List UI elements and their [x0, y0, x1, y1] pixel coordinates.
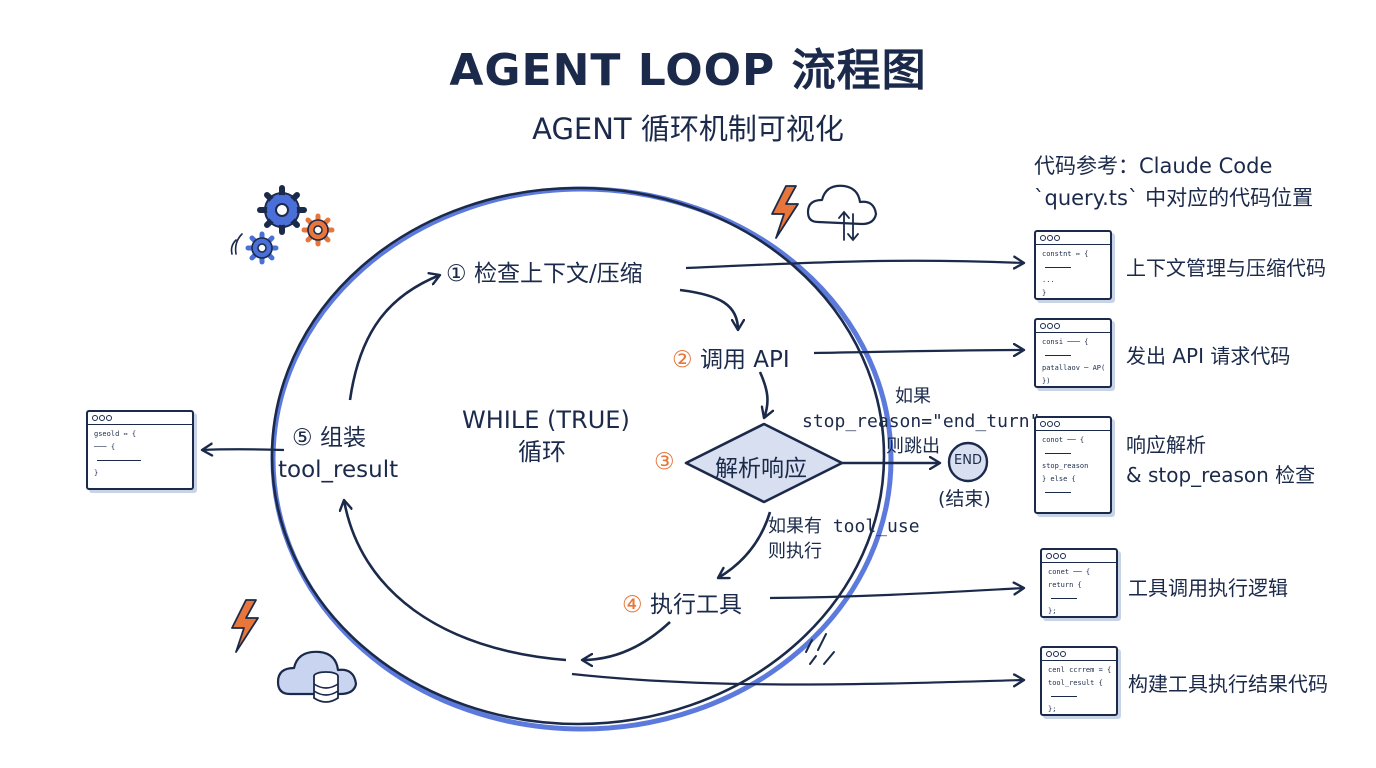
code-card-tool: conet ── { return { }; [1040, 548, 1118, 618]
code-card-parse-dash2 [1042, 488, 1110, 496]
end-badge: END [954, 453, 982, 468]
step-4-number: ④ [622, 592, 643, 618]
code-card-left: gseold ⇔ { ─── { } [86, 410, 194, 490]
tool-use-condition: 如果有 tool_use 则执行 [768, 514, 920, 564]
cloud-sync-icon [806, 184, 878, 242]
code-label-parse: 响应解析 & stop_reason 检查 [1126, 430, 1315, 490]
exit-condition: 如果 stop_reason="end_turn" 则跳出 [802, 384, 1041, 459]
arrow-to-code-5 [571, 672, 1024, 685]
code-card-api-line2: patallaov ─ AP( [1042, 364, 1106, 372]
code-card-parse-line2: stop_reason [1042, 462, 1089, 470]
step-1-label: 检查上下文/压缩 [473, 261, 643, 287]
gear-small-icon [301, 213, 335, 247]
gear-icon [257, 185, 307, 235]
end-circle [947, 441, 989, 483]
arrow-to-code-2 [813, 350, 1024, 353]
code-card-left-line1: gseold ⇔ { [94, 430, 137, 438]
end-label: (结束) [938, 488, 991, 510]
lightning-icon-bottom [231, 599, 259, 653]
step-2-number: ② [672, 347, 693, 373]
code-card-result-line2: tool_result { [1048, 679, 1103, 687]
code-card-context-line2: ... [1042, 276, 1055, 284]
code-card-result-line1: cenl ccrrem = { [1048, 666, 1112, 674]
step-1-number: ① [446, 261, 467, 287]
step-5-line1: ⑤ 组装 [278, 422, 398, 454]
code-label-api: 发出 API 请求代码 [1126, 344, 1291, 368]
code-reference-line2: `query.ts` 中对应的代码位置 [1034, 186, 1314, 210]
exit-condition-line2: stop_reason="end_turn" [802, 411, 1041, 432]
code-card-parse-line3: } else { [1042, 475, 1076, 483]
code-card-tool-line1: conet ── { [1048, 568, 1091, 576]
cloud-database-icon [276, 650, 358, 703]
code-label-context: 上下文管理与压缩代码 [1126, 256, 1326, 280]
code-card-result-dash [1048, 692, 1116, 700]
code-reference-line1: 代码参考：Claude Code [1034, 154, 1273, 178]
code-card-tool-dash [1048, 594, 1116, 602]
code-card-parse-line1: conot ── { [1042, 436, 1085, 444]
step-1: ① 检查上下文/压缩 [446, 254, 643, 288]
step-5-number: ⑤ [292, 425, 313, 451]
step-5-label-line2: tool_result [278, 457, 399, 483]
step-5-label-line1: 组装 [319, 425, 366, 451]
arrow-5-to-1 [348, 275, 440, 401]
loop-center-line2: 循环 [518, 438, 566, 466]
tool-use-line1: 如果有 tool_use [768, 516, 920, 537]
motion-marks [230, 233, 243, 255]
step-5: ⑤ 组装 tool_result [278, 422, 398, 486]
code-card-result: cenl ccrrem = { tool_result { }; [1040, 646, 1118, 716]
code-label-parse-line2: & stop_reason 检查 [1126, 463, 1316, 487]
code-card-left-line3: } [94, 469, 99, 477]
code-card-parse-dash [1042, 449, 1110, 457]
code-card-tool-line2: return { [1048, 581, 1082, 589]
step-3-label: 解析响应 [715, 456, 807, 482]
code-card-api-dash [1042, 351, 1110, 359]
code-card-api: consi ─── { patallaov ─ AP( }) [1034, 318, 1112, 388]
arrow-3-to-4 [718, 511, 772, 578]
loop-center-label: WHILE (TRUE) 循环 [462, 404, 630, 468]
scribble-marks [805, 633, 835, 665]
code-card-left-line2: ─── { [94, 443, 116, 451]
arrow-to-code-4 [769, 588, 1024, 600]
code-card-context-line1: constnt ⇔ { [1042, 250, 1089, 258]
lightning-icon [771, 185, 799, 239]
code-card-result-line3: }; [1048, 705, 1057, 713]
arrow-bottom-to-5 [344, 500, 567, 662]
code-card-context-line3: } [1042, 289, 1047, 297]
code-card-api-line1: consi ─── { [1042, 338, 1089, 346]
code-card-parse: conot ── { stop_reason } else { [1034, 416, 1112, 514]
decision-diamond [684, 422, 844, 504]
tool-use-line2: 则执行 [768, 541, 822, 562]
exit-condition-line1: 如果 [895, 386, 931, 407]
arrow-2-to-3 [758, 371, 767, 418]
code-card-tool-line3: }; [1048, 607, 1057, 615]
arrow-1-to-2 [679, 288, 738, 330]
arrow-to-code-1 [685, 261, 1024, 268]
loop-ellipse [270, 186, 886, 726]
page-subtitle: AGENT 循环机制可视化 [532, 112, 844, 146]
code-card-context: constnt ⇔ { ... } [1034, 230, 1112, 300]
code-card-api-line3: }) [1042, 377, 1051, 385]
exit-condition-line3: 则跳出 [886, 436, 940, 457]
step-4: ④ 执行工具 [622, 585, 742, 619]
loop-center-line1: WHILE (TRUE) [462, 406, 630, 434]
code-card-context-dash [1042, 263, 1110, 271]
code-reference-note: 代码参考：Claude Code `query.ts` 中对应的代码位置 [1034, 150, 1313, 214]
step-4-label: 执行工具 [649, 592, 742, 618]
arrow-4-to-5 [582, 621, 671, 660]
gear-lower-icon [245, 231, 279, 265]
step-2-label: 调用 API [699, 347, 790, 373]
code-label-result: 构建工具执行结果代码 [1128, 672, 1328, 696]
code-label-parse-line1: 响应解析 [1126, 433, 1206, 457]
arrow-to-left-code [202, 449, 285, 450]
step-3-number: ③ [654, 449, 675, 475]
step-2: ② 调用 API [672, 340, 790, 374]
code-label-tool: 工具调用执行逻辑 [1128, 576, 1288, 600]
code-card-left-dash [94, 456, 192, 464]
page-title: AGENT LOOP 流程图 [449, 45, 927, 96]
